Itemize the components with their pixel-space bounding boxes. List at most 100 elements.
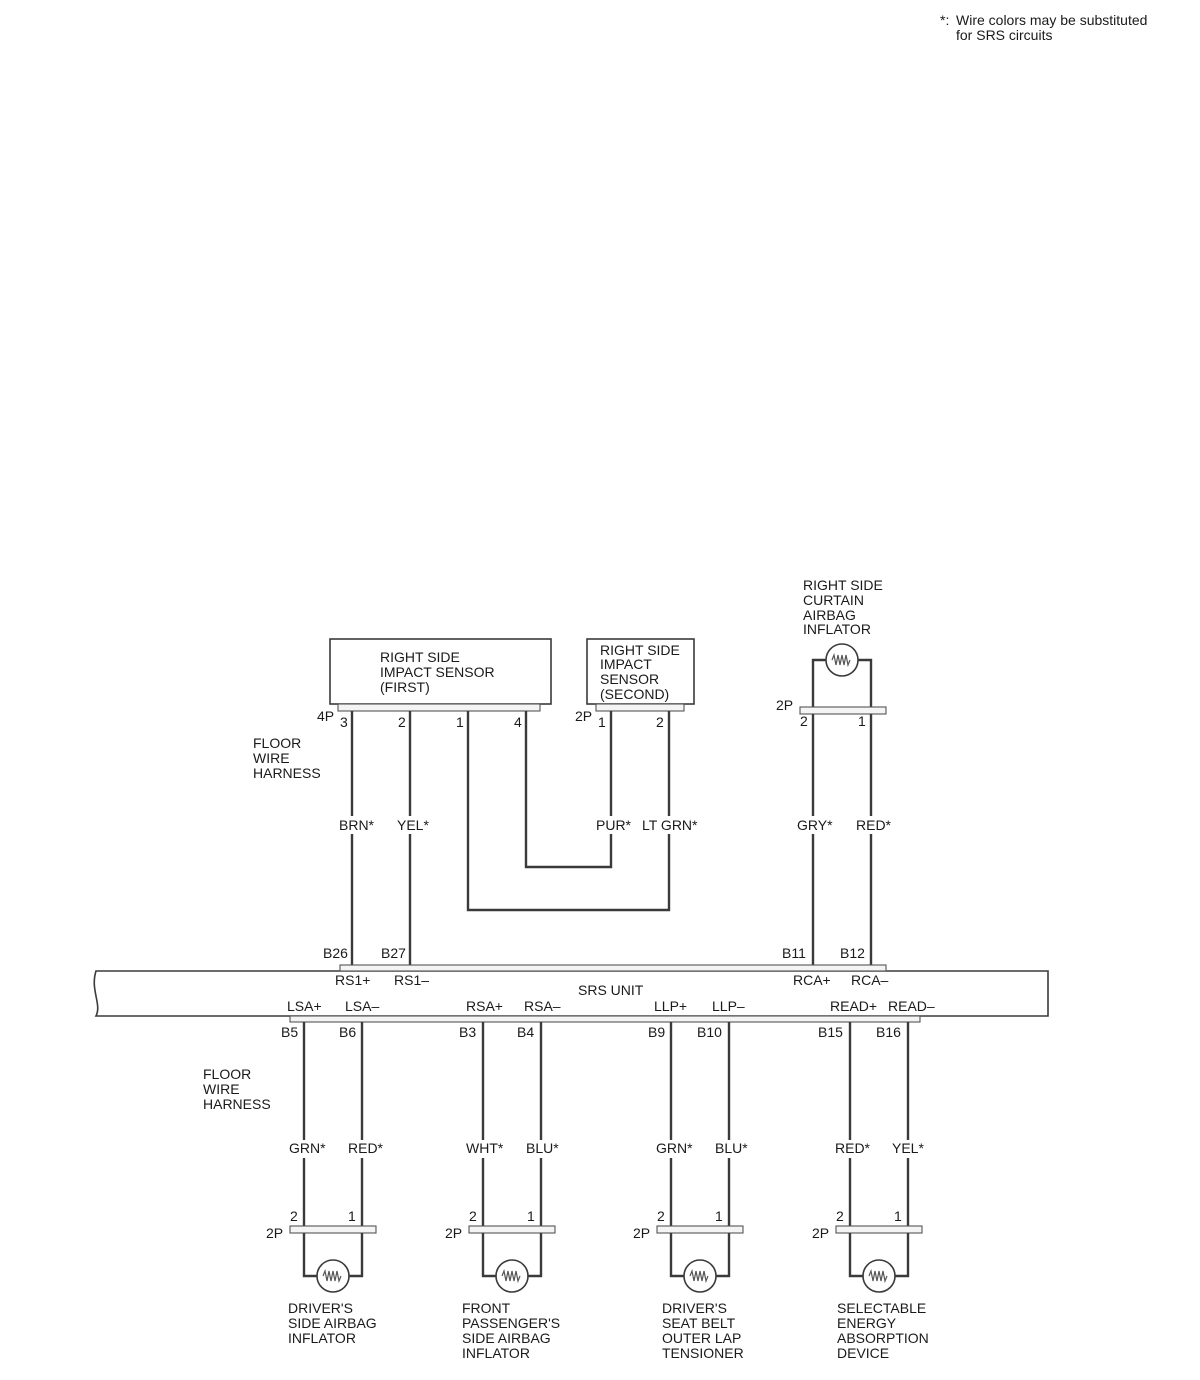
wire-color-gry: GRY* xyxy=(797,817,833,833)
wire-color-blu-3: BLU* xyxy=(715,1140,748,1156)
device-3-connector xyxy=(656,1225,744,1234)
impact-sensor-first-pin-1: 1 xyxy=(456,714,464,730)
curtain-label-4: INFLATOR xyxy=(803,621,871,637)
pin-b4: B4 xyxy=(517,1024,534,1040)
impact-sensor-first-label-3: (FIRST) xyxy=(380,679,430,695)
device-3-loop-left xyxy=(669,1233,684,1278)
wire-color-yel-4: YEL* xyxy=(892,1140,924,1156)
device-4-label-1: SELECTABLE xyxy=(837,1300,926,1316)
device-1-resistor-icon xyxy=(322,1268,342,1284)
signal-rsa-plus: RSA+ xyxy=(466,998,503,1014)
device-3-label-4: TENSIONER xyxy=(662,1345,744,1361)
device-4-connector xyxy=(835,1225,923,1234)
device-1-loop-left xyxy=(302,1233,317,1278)
impact-sensor-first-connector-type: 4P xyxy=(317,708,334,724)
pin-b15: B15 xyxy=(818,1024,843,1040)
curtain-airbag-inflator: RIGHT SIDE CURTAIN AIRBAG INFLATOR 2P 2 … xyxy=(776,577,887,729)
impact-sensor-second-pin-1: 1 xyxy=(598,714,606,730)
impact-sensor-first-pin-2: 2 xyxy=(398,714,406,730)
device-3-label-3: OUTER LAP xyxy=(662,1330,741,1346)
wire-color-wht: WHT* xyxy=(466,1140,504,1156)
device-2-loop-left xyxy=(481,1233,496,1278)
impact-sensor-first-label-2: IMPACT SENSOR xyxy=(380,664,495,680)
floor-harness-bottom-3: HARNESS xyxy=(203,1096,271,1112)
device-3-resistor-icon xyxy=(689,1268,709,1284)
impact-sensor-second: RIGHT SIDE IMPACT SENSOR (SECOND) 2P 1 2 xyxy=(575,638,695,730)
wire-color-blu-2: BLU* xyxy=(526,1140,559,1156)
device-2-label-1: FRONT xyxy=(462,1300,511,1316)
floor-harness-bottom-2: WIRE xyxy=(203,1081,240,1097)
device-2-pin-2: 2 xyxy=(469,1208,477,1224)
signal-llp-minus: LLP– xyxy=(712,998,745,1014)
seat-belt-lap-tensioner: GRN* BLU* 2 1 2P DRIVER'S SEAT BELT OUTE… xyxy=(633,1022,748,1361)
device-2-loop-right xyxy=(528,1233,543,1278)
wire-rs1-loop-outer xyxy=(466,711,671,912)
signal-rs1-minus: RS1– xyxy=(394,972,429,988)
floor-harness-bottom-1: FLOOR xyxy=(203,1066,251,1082)
signal-read-minus: READ– xyxy=(888,998,935,1014)
device-2-inflator-icon xyxy=(495,1259,529,1293)
srs-unit: SRS UNIT B26 B27 B11 B12 RS1+ RS1– RCA+ … xyxy=(93,945,1049,1040)
impact-sensor-first-pin-3: 3 xyxy=(340,714,348,730)
device-1-connector-type: 2P xyxy=(266,1225,283,1241)
driver-side-airbag-inflator: GRN* RED* 2 1 2P DRIVER'S SIDE AIRBAG IN… xyxy=(266,1022,384,1346)
wire-color-red-top: RED* xyxy=(856,817,892,833)
signal-llp-plus: LLP+ xyxy=(654,998,687,1014)
device-4-pin-1: 1 xyxy=(894,1208,902,1224)
device-1-label-3: INFLATOR xyxy=(288,1330,356,1346)
curtain-connector xyxy=(799,706,887,715)
curtain-pin-2: 2 xyxy=(800,713,808,729)
pin-b9: B9 xyxy=(648,1024,665,1040)
device-3-pin-1: 1 xyxy=(715,1208,723,1224)
signal-lsa-plus: LSA+ xyxy=(287,998,322,1014)
floor-harness-top-3: HARNESS xyxy=(253,765,321,781)
impact-sensor-second-label-2: IMPACT xyxy=(600,656,652,672)
signal-rca-plus: RCA+ xyxy=(793,972,831,988)
srs-bottom-connector xyxy=(289,1015,921,1023)
device-3-label-2: SEAT BELT xyxy=(662,1315,736,1331)
passenger-side-airbag-inflator: WHT* BLU* 2 1 2P FRONT PASSENGER'S SIDE … xyxy=(445,1022,560,1361)
device-2-label-2: PASSENGER'S xyxy=(462,1315,560,1331)
device-1-inflator-icon xyxy=(316,1259,350,1293)
floor-harness-top-1: FLOOR xyxy=(253,735,301,751)
impact-sensor-second-connector-type: 2P xyxy=(575,708,592,724)
note-line-1: Wire colors may be substituted xyxy=(956,12,1147,28)
device-4-loop-left xyxy=(848,1233,863,1278)
device-3-pin-2: 2 xyxy=(657,1208,665,1224)
device-2-label-3: SIDE AIRBAG xyxy=(462,1330,551,1346)
device-3-loop-right xyxy=(716,1233,731,1278)
signal-read-plus: READ+ xyxy=(830,998,877,1014)
wire-color-red-4: RED* xyxy=(835,1140,871,1156)
impact-sensor-second-pin-2: 2 xyxy=(656,714,664,730)
wire-color-grn-1: GRN* xyxy=(289,1140,326,1156)
pin-b27: B27 xyxy=(381,945,406,961)
pin-b11: B11 xyxy=(782,945,806,961)
impact-sensor-first-box xyxy=(329,638,552,705)
impact-sensor-first-label-1: RIGHT SIDE xyxy=(380,649,460,665)
device-3-connector-type: 2P xyxy=(633,1225,650,1241)
wire-color-yel: YEL* xyxy=(397,817,429,833)
impact-sensor-first-pin-4: 4 xyxy=(514,714,522,730)
device-4-resistor-icon xyxy=(868,1268,888,1284)
device-4-connector-type: 2P xyxy=(812,1225,829,1241)
pin-b10: B10 xyxy=(697,1024,722,1040)
device-2-connector-type: 2P xyxy=(445,1225,462,1241)
device-1-label-1: DRIVER'S xyxy=(288,1300,353,1316)
wire-color-brn: BRN* xyxy=(339,817,375,833)
device-1-pin-2: 2 xyxy=(290,1208,298,1224)
signal-rca-minus: RCA– xyxy=(851,972,889,988)
impact-sensor-second-box xyxy=(586,638,695,705)
device-3-label-1: DRIVER'S xyxy=(662,1300,727,1316)
curtain-loop-left xyxy=(811,658,829,707)
impact-sensor-second-label-3: SENSOR xyxy=(600,671,659,687)
device-2-connector xyxy=(468,1225,556,1234)
device-2-label-4: INFLATOR xyxy=(462,1345,530,1361)
impact-sensor-second-connector xyxy=(595,703,685,712)
device-1-connector xyxy=(289,1225,377,1234)
pin-b3: B3 xyxy=(459,1024,476,1040)
impact-sensor-first: RIGHT SIDE IMPACT SENSOR (FIRST) 4P 3 2 … xyxy=(317,638,552,730)
srs-top-connector xyxy=(339,964,887,972)
device-4-label-3: ABSORPTION xyxy=(837,1330,929,1346)
impact-sensor-second-label-4: (SECOND) xyxy=(600,686,669,702)
signal-lsa-minus: LSA– xyxy=(345,998,379,1014)
